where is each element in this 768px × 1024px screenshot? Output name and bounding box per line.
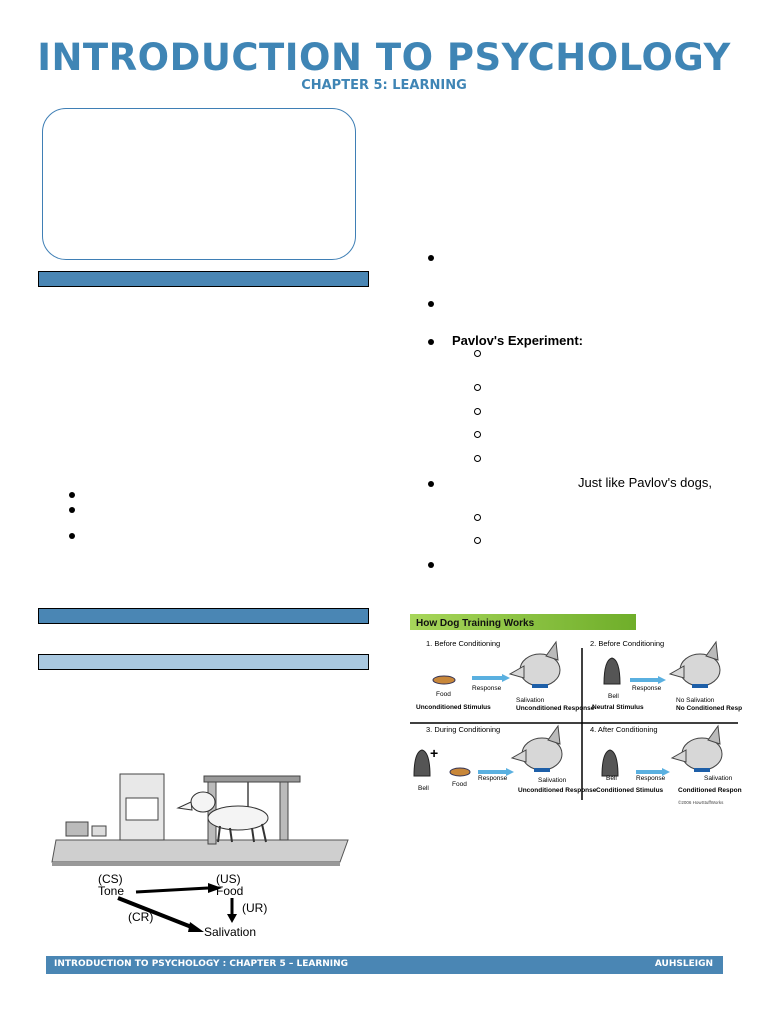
us-term: Food [216,884,243,898]
footer-left-text: INTRODUCTION TO PSYCHOLOGY : CHAPTER 5 –… [54,959,349,969]
panel4-reaction: Salivation [704,775,733,782]
pavlov-apparatus-figure: (CS) Tone (US) Food (CR) (UR) Salivation [51,773,349,939]
cs-label: (CS) [98,872,123,886]
section-header-bar-1 [38,271,369,287]
panel3-arrow-label: Response [478,775,508,782]
panel1-reaction: Salivation [516,697,545,704]
sub-bullet-6 [474,514,481,521]
subsection-header-bar [38,654,369,670]
us-label: (US) [216,872,241,886]
ur-label: (UR) [242,901,267,915]
salivation-label: Salivation [204,925,256,939]
tone-to-food-arrow [135,886,209,894]
panel2-title: 2. Before Conditioning [590,639,664,648]
panel2-reaction: No Salivation [676,697,715,704]
left-bullet-3 [69,533,75,539]
panel1-arrow-label: Response [472,685,502,692]
panel3-title: 3. During Conditioning [426,725,500,734]
right-bullet-4 [428,481,434,487]
panel4-stimulus-type: Conditioned Stimulus [596,787,664,794]
diagram-banner-text: How Dog Training Works [416,618,535,629]
right-bullet-2 [428,301,434,307]
left-bullet-1 [69,492,75,498]
panel2-response-type: No Conditioned Response [676,705,742,712]
diagram-copyright: ©2006 HowStuffWorks [678,799,724,805]
panel3-stimulus-item-2: Food [452,781,467,788]
svg-text:+: + [430,745,438,761]
panel3-reaction: Salivation [538,777,567,784]
cs-term: Tone [98,884,124,898]
diagram-banner [410,614,636,630]
panel2-stimulus-type: Neutral Stimulus [592,704,644,711]
panel4-response-type: Conditioned Response [678,787,742,794]
sub-bullet-3 [474,408,481,415]
cr-label: (CR) [128,910,153,924]
pavlov-experiment-heading: Pavlov's Experiment: [452,333,583,348]
sub-bullet-5 [474,455,481,462]
section-header-bar-2 [38,608,369,624]
panel4-stimulus-item: Bell [606,775,617,782]
page-title: INTRODUCTION TO PSYCHOLOGY [37,36,731,79]
panel4-title: 4. After Conditioning [590,725,658,734]
chapter-subtitle: CHAPTER 5: LEARNING [301,78,467,93]
left-bullet-2 [69,507,75,513]
sub-bullet-2 [474,384,481,391]
sub-bullet-1 [474,350,481,357]
panel1-response-type: Unconditioned Response [516,705,595,712]
panel2-arrow-label: Response [632,685,662,692]
panel3-response-type: Unconditioned Response [518,787,597,794]
page-footer: INTRODUCTION TO PSYCHOLOGY : CHAPTER 5 –… [46,956,723,974]
sub-bullet-4 [474,431,481,438]
panel1-stimulus-item: Food [436,691,451,698]
panel3-stimulus-item-1: Bell [418,785,429,792]
sub-bullet-7 [474,537,481,544]
rounded-text-box [42,108,356,260]
pavlov-dogs-text: Just like Pavlov's dogs, [578,475,712,490]
footer-author: AUHSLEIGN [654,959,713,969]
panel1-title: 1. Before Conditioning [426,639,500,648]
dog-training-diagram: How Dog Training Works 1. Before Conditi… [410,614,742,805]
panel4-arrow-label: Response [636,775,666,782]
right-bullet-5 [428,562,434,568]
panel2-stimulus-item: Bell [608,693,619,700]
right-bullet-1 [428,255,434,261]
tone-to-salivation-arrow [117,896,195,930]
right-bullet-3 [428,339,434,345]
panel1-stimulus-type: Unconditioned Stimulus [416,704,491,711]
